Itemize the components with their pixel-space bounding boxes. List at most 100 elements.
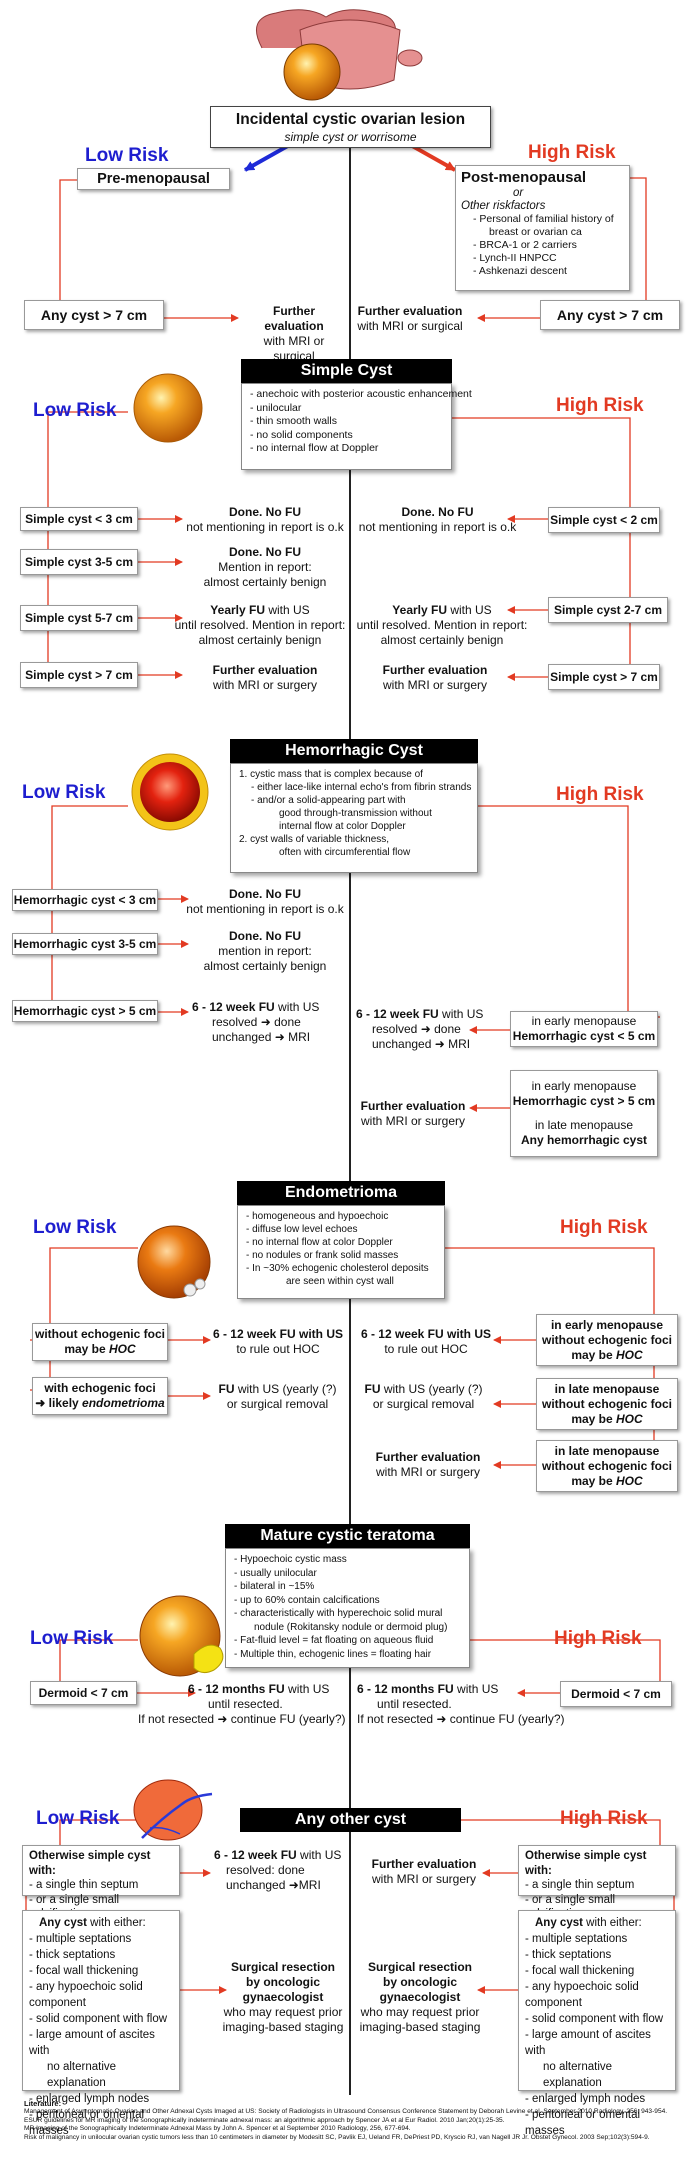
desc-line: - diffuse low level echoes <box>246 1224 358 1235</box>
endo-with-foci-box: with echogenic foci ➜ likely endometriom… <box>32 1377 168 1415</box>
result-text: with US <box>265 603 310 617</box>
low-risk-label: Low Risk <box>33 400 117 421</box>
other-right-resection: Surgical resection by oncologic gynaecol… <box>356 1960 484 2035</box>
result-text: until resected. <box>377 1697 452 1711</box>
hemorrhagic-3-5-box: Hemorrhagic cyst 3-5 cm <box>12 933 158 955</box>
teratoma-description: - Hypoechoic cystic mass - usually unilo… <box>225 1548 470 1668</box>
result-text: with MRI or surgery <box>360 1114 466 1128</box>
result-text: 6 - 12 months FU <box>357 1682 454 1696</box>
result-text: done <box>434 1022 461 1036</box>
result-text: until resected. <box>208 1697 283 1711</box>
desc-line: - Hypoechoic cystic mass <box>234 1554 347 1565</box>
list-item: - any hypoechoic solid component <box>29 1981 143 2009</box>
list-item: - multiple septations <box>29 1933 132 1945</box>
simple-cyst-lt2-box: Simple cyst < 2 cm <box>548 507 660 533</box>
hemorrhagic-cyst-description: 1. cystic mass that is complex because o… <box>230 763 478 873</box>
arrow-icon: ➜ <box>288 1878 299 1892</box>
arrow-icon: ➜ <box>436 1712 447 1726</box>
box-line: likely <box>48 1396 83 1410</box>
section-header-endometrioma: Endometrioma <box>237 1181 445 1205</box>
box-line: in late menopause <box>554 1443 660 1458</box>
result-text: almost certainly benign <box>198 633 322 647</box>
result-text: Done. No FU <box>229 887 301 901</box>
box-line: HOC <box>616 1411 643 1426</box>
riskfactor-item: - BRCA-1 or 2 carriers <box>473 239 577 251</box>
desc-line: - In ~30% echogenic cholesterol deposits <box>246 1263 429 1274</box>
teratoma-illustration <box>139 1595 224 1677</box>
desc-line: - usually unilocular <box>234 1567 317 1579</box>
result-text: unchanged <box>212 1030 272 1044</box>
box-line: Hemorrhagic cyst < 5 cm <box>512 1029 656 1043</box>
high-risk-label: High Risk <box>560 1808 648 1829</box>
endo-result-late-2: Further evaluation with MRI or surgery <box>368 1450 488 1480</box>
result-text: FU <box>218 1382 235 1396</box>
riskfactor-item: - Personal of familial history of <box>473 213 614 225</box>
simple-cyst-gt7-box-right: Simple cyst > 7 cm <box>548 664 660 690</box>
endo-result-without-foci: 6 - 12 week FU with US to rule out HOC <box>208 1327 348 1357</box>
list-item: - large amount of ascites with <box>29 2029 155 2057</box>
list-item: - solid component with flow <box>29 2013 168 2025</box>
result-text: unchanged <box>372 1037 432 1051</box>
box-line: Otherwise simple cyst with: <box>525 1850 647 1877</box>
simple-cyst-2-7-box: Simple cyst 2-7 cm <box>548 597 668 623</box>
result-text: not mentioning in report is o.k <box>358 520 517 534</box>
desc-line: 2. cyst walls of variable thickness, <box>239 834 390 845</box>
hemorrhagic-result-early-lt5: 6 - 12 week FU with US resolved ➜ done u… <box>356 1007 506 1052</box>
desc-line: - characteristically with hyperechoic so… <box>234 1608 443 1619</box>
result-text: until resolved. Mention in report: <box>174 618 346 632</box>
hemorrhagic-result-late: Further evaluation with MRI or surgery <box>356 1099 470 1129</box>
list-item: no alternative explanation <box>543 2061 613 2089</box>
result-text: resolved <box>372 1022 418 1036</box>
result-text: not mentioning in report is o.k <box>186 902 344 916</box>
any-cyst-left-box: Any cyst > 7 cm <box>24 300 164 330</box>
desc-line: internal flow at color Doppler <box>279 821 406 832</box>
teratoma-result-left: 6 - 12 months FU with US until resected.… <box>138 1682 348 1727</box>
result-text: with US <box>296 1848 342 1862</box>
desc-line: - either lace-like internal echo's from … <box>251 782 472 793</box>
list-item: - large amount of ascites with <box>525 2029 651 2057</box>
box-line: in early menopause <box>531 1079 637 1093</box>
endo-late-box-2: in late menopause without echogenic foci… <box>536 1440 678 1492</box>
result-text: who may request prior <box>223 2005 343 2019</box>
desc-line: - anechoic with posterior acoustic enhan… <box>250 388 472 400</box>
simple-result-gt7-left: Further evaluation with MRI or surgery <box>190 663 340 693</box>
list-item: - thick septations <box>525 1949 612 1961</box>
further-evaluation-left: Further evaluation with MRI or surgical <box>242 304 346 364</box>
list-item: - multiple septations <box>525 1933 628 1945</box>
result-text: Done. No FU <box>229 505 301 519</box>
box-line: in early menopause <box>531 1014 637 1028</box>
box-line: may be <box>571 1473 617 1488</box>
desc-line: - Fat-fluid level = fat floating on aque… <box>234 1635 434 1646</box>
box-line: - a single thin septum <box>525 1879 635 1891</box>
result-text: with MRI or surgery <box>382 678 488 692</box>
title-box: Incidental cystic ovarian lesion simple … <box>210 106 491 148</box>
box-line: Any cyst <box>535 1917 583 1929</box>
desc-line: - no solid components <box>250 428 353 441</box>
hemorrhagic-result-3-5: Done. No FU mention in report: almost ce… <box>185 929 345 974</box>
box-line: may be <box>571 1347 617 1362</box>
result-text: Done. No FU <box>401 505 474 519</box>
result-text: Surgical resection <box>367 1960 473 1974</box>
result-text: Yearly FU <box>210 603 265 617</box>
arrow-icon: ➜ <box>420 1022 431 1036</box>
dermoid-right-box: Dermoid < 7 cm <box>560 1681 672 1707</box>
endo-without-foci-box: without echogenic foci may be HOC <box>32 1323 168 1361</box>
box-line: without echogenic foci <box>541 1396 672 1411</box>
desc-line: - and/or a solid-appearing part with <box>251 795 406 806</box>
result-text: Mention in report: <box>218 560 312 574</box>
box-line: endometrioma <box>82 1396 165 1410</box>
result-text: with MRI or surgery <box>375 1465 481 1479</box>
result-text: with MRI or surgery <box>371 1872 477 1886</box>
result-text: with US <box>447 603 492 617</box>
other-right-simple-box: Otherwise simple cyst with: - a single t… <box>518 1845 676 1920</box>
desc-line: - no internal flow at Doppler <box>250 442 379 454</box>
box-line: HOC <box>616 1347 643 1362</box>
section-header-teratoma: Mature cystic teratoma <box>225 1524 470 1548</box>
simple-cyst-illustration <box>133 373 203 443</box>
list-item: - enlarged lymph nodes <box>525 2093 646 2105</box>
result-text: If not resected <box>357 1712 434 1726</box>
result-text: Further evaluation <box>357 304 463 318</box>
result-text: Further evaluation <box>212 663 318 677</box>
result-text: with US (yearly (?) <box>234 1382 337 1396</box>
desc-line: - unilocular <box>250 401 302 414</box>
